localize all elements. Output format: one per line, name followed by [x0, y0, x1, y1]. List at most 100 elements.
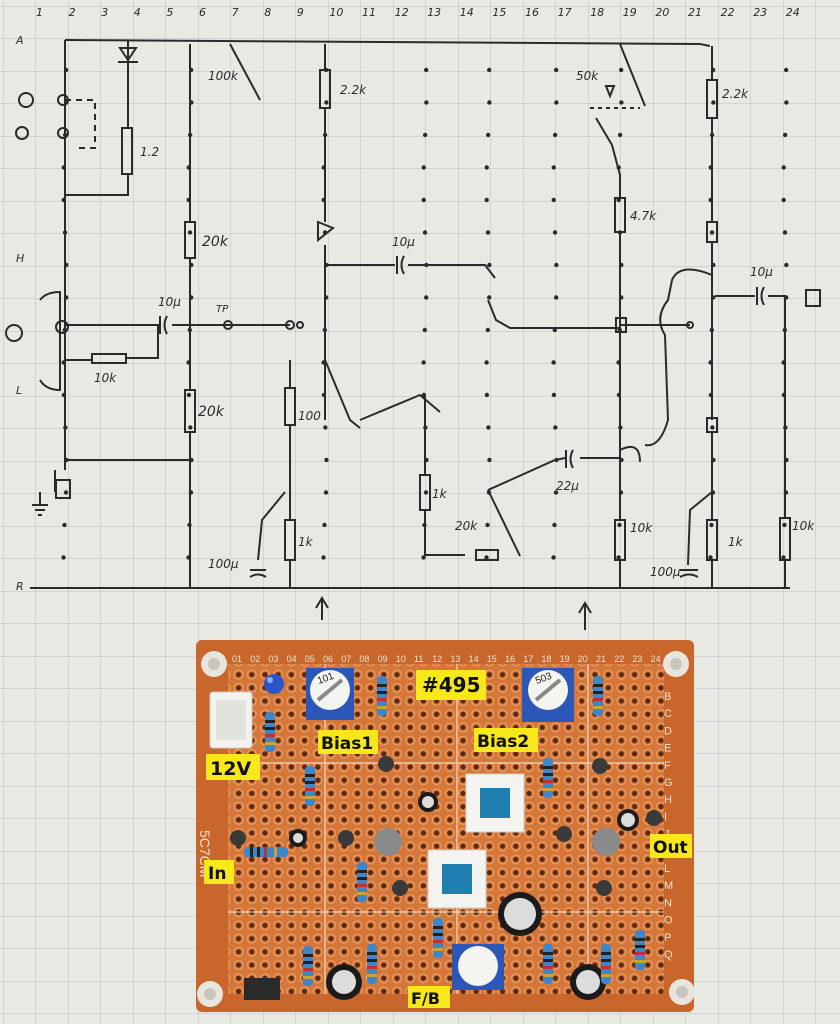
board-column-number: 13 [450, 654, 460, 664]
trimmer-bias1 [306, 668, 354, 720]
schematic-drawing [5, 39, 821, 630]
label-100u-left: 100μ [208, 557, 239, 571]
board-row-letter: E [664, 743, 671, 755]
schematic-column-number: 5 [166, 6, 173, 19]
schematic-column-number: 23 [753, 6, 767, 19]
schematic-nodes [61, 67, 789, 560]
label-1k-left: 1k [298, 535, 314, 549]
resistor [635, 930, 645, 970]
label-100k: 100k [208, 69, 239, 83]
schematic-column-number: 8 [264, 6, 271, 19]
resistor [543, 758, 553, 798]
resistor [377, 676, 387, 716]
board-column-number: 10 [396, 654, 406, 664]
board-id-label: #495 [422, 673, 481, 697]
board-column-number: 11 [414, 654, 423, 664]
label-1k-right: 1k [728, 535, 744, 549]
board-column-number: 15 [487, 654, 497, 664]
output-label: Out [653, 838, 688, 858]
schematic-column-number: 4 [134, 6, 141, 19]
label-4-7k: 4.7k [630, 209, 657, 223]
switch-lower [427, 849, 487, 909]
board-column-number: 09 [378, 654, 388, 664]
schematic-column-number: 6 [199, 6, 206, 19]
board-column-number: 17 [523, 654, 533, 664]
schematic-column-number: 12 [395, 6, 409, 19]
perfboard [196, 640, 695, 1012]
schematic-column-number: 10 [329, 6, 343, 19]
board-column-number: 20 [578, 654, 588, 664]
resistor [305, 766, 315, 806]
schematic-column-number: 19 [623, 6, 637, 19]
trimmer-bias2 [522, 668, 574, 722]
board-column-number: 23 [632, 654, 642, 664]
board-column-number: 22 [614, 654, 624, 664]
board-column-number: 24 [651, 654, 661, 664]
trimmer-fb [452, 944, 504, 990]
board-row-letter: G [664, 777, 673, 789]
schematic-column-number: 18 [590, 6, 604, 19]
schematic-column-number: 7 [232, 6, 239, 19]
board-row-letter: H [664, 794, 672, 806]
label-2-2k-right: 2.2k [722, 87, 749, 101]
switch-upper [465, 773, 525, 833]
supply-label: 12V [210, 758, 251, 780]
board-row-letter: I [664, 811, 667, 823]
schematic-row-letter: R [16, 580, 24, 593]
transistor-1 [374, 828, 402, 856]
board-row-letter: L [664, 863, 670, 875]
schematic-column-number: 24 [786, 6, 800, 19]
label-10u-in: 10μ [158, 295, 181, 309]
schematic-column-number: 17 [558, 6, 572, 19]
board-column-number: 21 [596, 654, 606, 664]
schematic-column-number: 22 [721, 6, 735, 19]
bias2-label: Bias2 [477, 732, 529, 752]
schematic-column-number: 3 [101, 6, 108, 19]
board-row-letter: M [664, 880, 673, 892]
schematic-column-number: 9 [297, 6, 304, 19]
board-labels: #495 Bias1 Bias2 12V In Out F/B [204, 670, 692, 1008]
schematic-row-letter: H [16, 252, 24, 265]
board-row-letter: C [664, 708, 672, 720]
board-components: 101 503 [209, 668, 662, 1000]
board-column-number: 07 [341, 654, 351, 664]
led [264, 674, 284, 694]
schematic-column-number: 20 [655, 6, 669, 19]
schematic-row-letter: L [16, 384, 22, 397]
board-row-letter: O [664, 915, 673, 927]
schematic-column-number: 21 [688, 6, 702, 19]
board-row-letter: B [664, 691, 671, 703]
board-row-letter: F [664, 760, 671, 772]
board-column-number: 19 [560, 654, 570, 664]
resistor [303, 946, 313, 986]
resistor [433, 918, 443, 958]
board-column-number: 18 [541, 654, 551, 664]
label-10k-b: 10k [792, 519, 815, 533]
label-10u-out: 10μ [750, 265, 773, 279]
label-100: 100 [298, 409, 321, 423]
resistor [593, 676, 603, 716]
board-resistors [244, 676, 645, 986]
label-50k: 50k [576, 69, 599, 83]
label-22u: 22μ [556, 479, 579, 493]
board-column-number: 03 [268, 654, 278, 664]
resistor [357, 862, 367, 902]
resistor [601, 944, 611, 984]
board-row-letter: D [664, 725, 672, 737]
label-10k-a: 10k [630, 521, 653, 535]
board-column-number: 08 [359, 654, 369, 664]
board-column-number: 06 [323, 654, 333, 664]
resistor [543, 944, 553, 984]
label-20k-bottom: 20k [198, 404, 225, 420]
board-column-number: 16 [505, 654, 515, 664]
label-10k-in: 10k [94, 371, 117, 385]
board-row-letter: Q [664, 949, 673, 961]
label-100u-right: 100μ [650, 565, 681, 579]
schematic-column-number: 11 [362, 6, 376, 19]
resistor [265, 712, 275, 752]
board-column-number: 01 [232, 654, 242, 664]
